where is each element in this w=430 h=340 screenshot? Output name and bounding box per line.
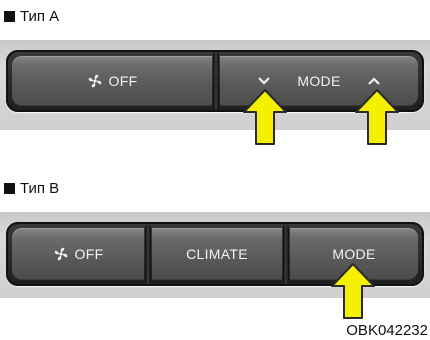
button-divider	[283, 224, 289, 284]
type-a-panel: OFF MODE	[0, 40, 430, 130]
type-a-label: Тип A	[4, 8, 59, 25]
type-a-fan-off-button[interactable]: OFF	[12, 56, 212, 106]
fan-icon	[54, 247, 67, 261]
figure-code: OBK042232	[346, 322, 428, 339]
bullet-square-icon	[4, 11, 15, 22]
pointer-arrow-icon	[243, 89, 287, 145]
type-b-off-label: OFF	[74, 246, 104, 262]
type-b-climate-button[interactable]: CLIMATE	[152, 228, 282, 280]
type-a-label-text: Тип A	[20, 8, 60, 25]
type-b-label: Тип B	[4, 180, 59, 197]
type-a-bezel: OFF MODE	[6, 50, 424, 112]
bullet-square-icon	[4, 183, 15, 194]
type-a-off-label: OFF	[108, 73, 138, 89]
pointer-arrow-icon	[331, 263, 375, 319]
type-b-label-text: Тип B	[20, 180, 60, 197]
button-divider	[145, 224, 151, 284]
type-b-mode-label: MODE	[332, 246, 376, 262]
type-a-mode-label: MODE	[297, 73, 341, 89]
type-b-fan-off-button[interactable]: OFF	[12, 228, 144, 280]
fan-icon	[88, 74, 101, 88]
chevron-down-icon[interactable]	[257, 76, 271, 86]
type-b-climate-label: CLIMATE	[186, 246, 248, 262]
chevron-up-icon[interactable]	[367, 76, 381, 86]
button-divider	[213, 52, 219, 110]
pointer-arrow-icon	[355, 89, 399, 145]
